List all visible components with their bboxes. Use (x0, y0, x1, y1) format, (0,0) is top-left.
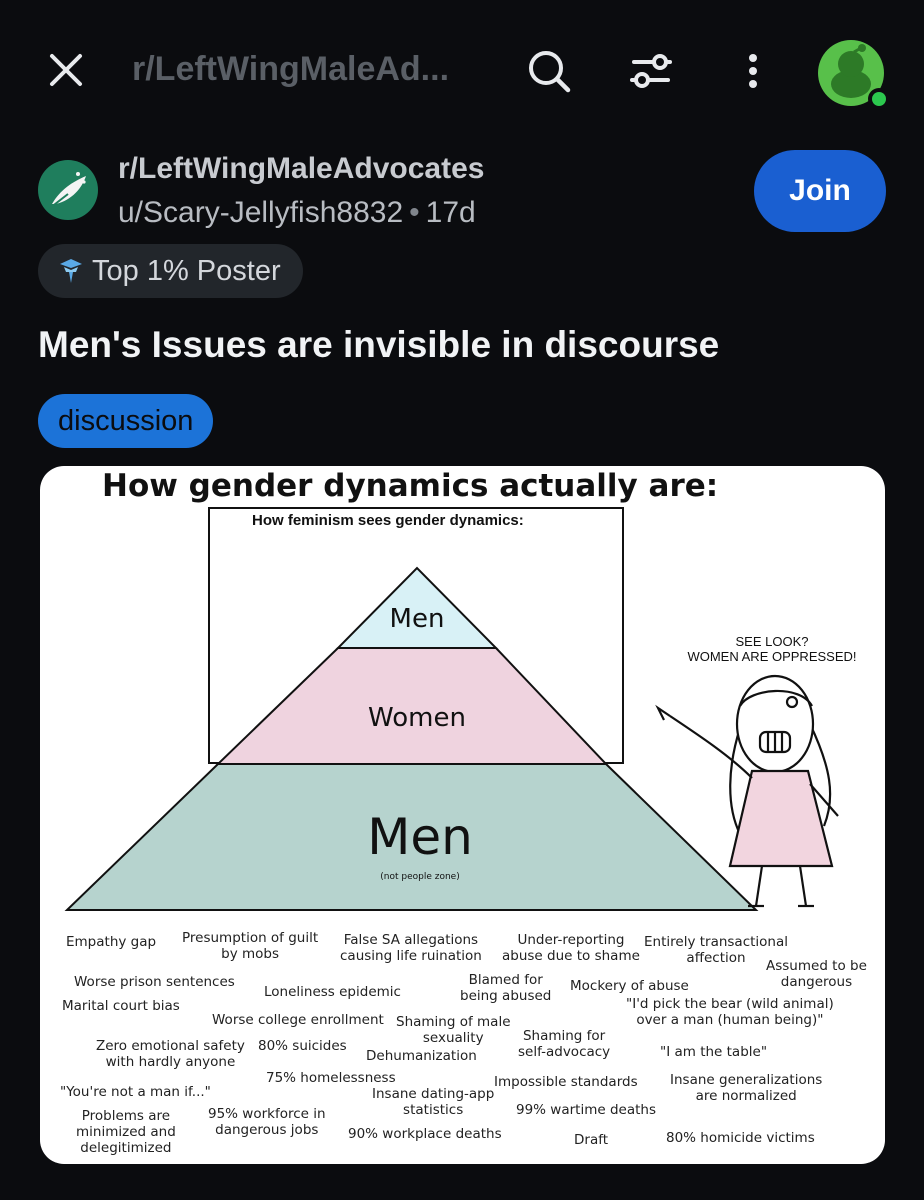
issue-label: Presumption of guilt by mobs (182, 930, 319, 962)
issue-label: Blamed for being abused (460, 972, 552, 1004)
issue-label: "You're not a man if..." (60, 1084, 211, 1100)
image-heading: How gender dynamics actually are: (102, 468, 719, 504)
snoo-avatar-icon (831, 44, 871, 98)
issue-label: 95% workforce in dangerous jobs (208, 1106, 326, 1138)
issue-label: 75% homelessness (266, 1070, 396, 1086)
user-avatar[interactable] (818, 40, 890, 112)
issue-label: Worse college enrollment (212, 1012, 384, 1028)
top-poster-badge: Top 1% Poster (38, 244, 303, 298)
meta-separator: • (409, 196, 420, 229)
community-icon[interactable] (38, 160, 98, 220)
issue-label: "I'd pick the bear (wild animal) over a … (626, 996, 834, 1028)
speech-line-2: WOMEN ARE OPPRESSED! (687, 649, 857, 664)
filter-icon (630, 54, 672, 88)
pyramid-top-label: Men (389, 604, 445, 634)
issue-label: Shaming for self-advocacy (518, 1028, 611, 1060)
issue-label: Entirely transactional affection (644, 934, 789, 966)
inner-box-heading: How feminism sees gender dynamics: (252, 512, 524, 529)
filter-button[interactable] (626, 46, 676, 96)
speech-text: SEE LOOK? WOMEN ARE OPPRESSED! (672, 634, 872, 664)
issue-label: Shaming of male sexuality (396, 1014, 511, 1046)
issue-label: Problems are minimized and delegitimized (76, 1108, 176, 1156)
post-age: 17d (425, 196, 476, 229)
speech-line-1: SEE LOOK? (735, 634, 809, 649)
issue-label: Mockery of abuse (570, 978, 689, 994)
issue-label: Dehumanization (366, 1048, 477, 1064)
issue-label: Draft (574, 1132, 609, 1148)
issue-label: 90% workplace deaths (348, 1126, 502, 1142)
subreddit-title: r/LeftWingMaleAd... (132, 50, 450, 88)
issue-label: "I am the table" (660, 1044, 768, 1060)
issue-label: Marital court bias (62, 998, 180, 1014)
issue-label: Empathy gap (66, 934, 157, 950)
more-vertical-icon (749, 54, 757, 88)
author-name[interactable]: u/Scary-Jellyfish8832 (118, 196, 404, 229)
post-image[interactable]: How gender dynamics actually are: How fe… (40, 466, 885, 1164)
issue-label: Under-reporting abuse due to shame (502, 932, 640, 964)
issue-label: Assumed to be dangerous (766, 958, 867, 990)
issue-label: 80% homicide victims (666, 1130, 815, 1146)
post-title: Men's Issues are invisible in discourse (38, 324, 720, 365)
issue-label: Impossible standards (494, 1074, 638, 1090)
issue-label: Insane generalizations are normalized (670, 1072, 823, 1104)
online-status-dot (868, 88, 890, 110)
close-button[interactable] (44, 48, 88, 92)
post-meta: u/Scary-Jellyfish8832•17d (118, 196, 476, 230)
join-button[interactable]: Join (754, 150, 886, 232)
pyramid-bottom-label: Men (367, 808, 473, 866)
issue-label: False SA allegations causing life ruinat… (340, 932, 482, 964)
pyramid-top-men (335, 566, 499, 649)
community-name[interactable]: r/LeftWingMaleAdvocates (118, 152, 485, 185)
issue-label: Insane dating-app statistics (372, 1086, 495, 1118)
search-button[interactable] (524, 46, 574, 96)
issue-label: Zero emotional safety with hardly anyone (96, 1038, 245, 1070)
issue-label: Loneliness epidemic (264, 984, 401, 1000)
pyramid-drawing (64, 566, 839, 911)
more-options-button[interactable] (728, 46, 778, 96)
post-flair[interactable]: discussion (38, 394, 214, 448)
close-icon (50, 54, 82, 86)
issue-label: 80% suicides (258, 1038, 347, 1054)
award-icon (60, 259, 82, 283)
cartoon-girl-icon (655, 674, 839, 908)
pyramid-bottom-note: (not people zone) (380, 872, 460, 882)
badge-label: Top 1% Poster (92, 254, 281, 287)
issue-label: 99% wartime deaths (516, 1102, 656, 1118)
feather-icon (49, 172, 86, 209)
issue-label: Worse prison sentences (74, 974, 235, 990)
pyramid-middle-label: Women (368, 703, 466, 733)
search-icon (529, 51, 571, 93)
